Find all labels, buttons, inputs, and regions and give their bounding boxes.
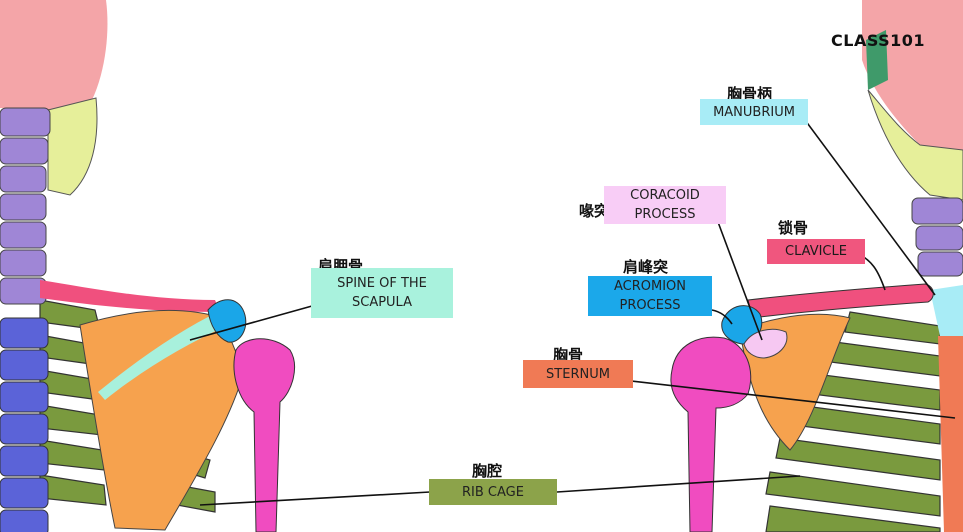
manubrium-label: MANUBRIUM — [700, 99, 808, 125]
right-ribs — [765, 311, 941, 532]
manubrium-zh-label: 胸骨柄 — [727, 85, 773, 103]
sternum-label-text: STERNUM — [546, 366, 610, 382]
acromion-label-text: ACROMION PROCESS — [613, 279, 686, 313]
right-manubrium — [930, 285, 963, 336]
ribcage-label: RIB CAGE — [429, 479, 557, 505]
clavicle-label: CLAVICLE — [767, 239, 865, 264]
ribcage-zh-label: 胸腔 — [472, 462, 503, 480]
scapula-label-text: SPINE OF THE SCAPULA — [337, 276, 427, 310]
left-humerus — [233, 338, 295, 532]
manubrium-label-text: MANUBRIUM — [713, 104, 795, 120]
leader-ribcage-right — [556, 475, 801, 493]
coracoid-label: CORACOID PROCESS — [604, 186, 726, 224]
right-clavicle — [747, 283, 934, 319]
left-skull — [0, 0, 108, 110]
right-cervical-spine — [911, 197, 963, 277]
sternum-zh-label: 胸骨 — [553, 346, 584, 364]
leader-sternum — [604, 377, 956, 419]
clavicle-label-text: CLAVICLE — [785, 244, 847, 259]
left-acromion — [207, 299, 247, 343]
right-sternum — [938, 336, 963, 532]
left-scapula — [79, 310, 245, 531]
right-coracoid — [743, 328, 788, 359]
left-thoracic-spine — [0, 317, 49, 532]
right-skull-accent — [866, 30, 888, 90]
right-jaw — [867, 89, 963, 201]
left-scapula-spine — [98, 310, 226, 400]
coracoid-label-text: CORACOID PROCESS — [630, 188, 700, 222]
leader-coracoid — [717, 221, 763, 341]
right-skull — [862, 0, 963, 150]
right-figure — [670, 0, 963, 532]
leader-manubrium — [804, 119, 936, 296]
left-figure — [0, 0, 295, 532]
leader-ribcage-left — [199, 491, 431, 506]
acromion-zh-label: 肩峰突 — [623, 258, 669, 276]
left-jaw — [47, 97, 98, 196]
class101-logo: CLASS101 — [831, 31, 926, 50]
ribcage-label-text: RIB CAGE — [462, 484, 524, 500]
leader-lines — [189, 119, 956, 506]
leader-acromion — [711, 309, 733, 325]
acromion-label: ACROMION PROCESS — [588, 276, 712, 316]
left-cervical-spine — [0, 107, 51, 305]
leader-scapula — [189, 305, 313, 341]
scapula-label: SPINE OF THE SCAPULA — [311, 268, 453, 318]
left-clavicle — [40, 280, 220, 312]
coracoid-zh-label: 喙突 — [579, 202, 610, 220]
sternum-label: STERNUM — [523, 360, 633, 388]
right-humerus — [670, 336, 752, 532]
clavicle-zh-label: 锁骨 — [778, 219, 809, 237]
